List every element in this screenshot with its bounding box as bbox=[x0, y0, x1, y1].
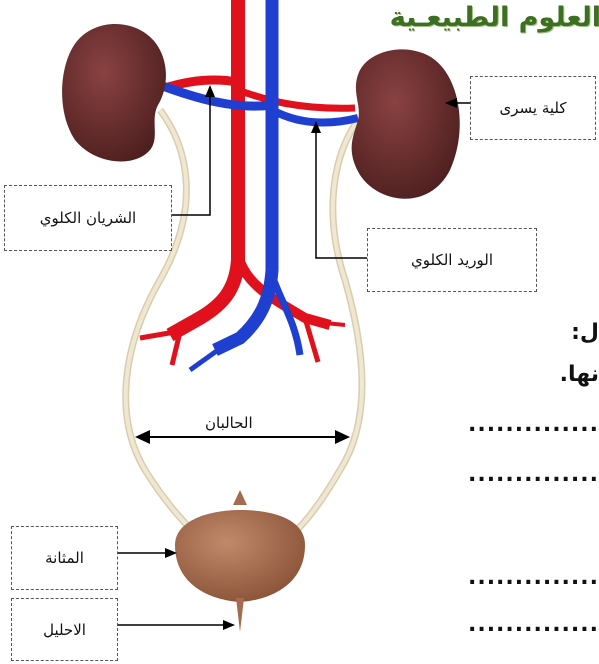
urethra bbox=[236, 598, 244, 632]
bladder bbox=[175, 510, 305, 602]
vein-branch-a bbox=[190, 345, 225, 370]
renal-artery-arrowhead bbox=[205, 85, 215, 97]
right-kidney bbox=[62, 24, 166, 162]
renal-vein-right bbox=[272, 110, 358, 123]
ureters-label: الحالبان bbox=[205, 414, 253, 432]
bladder-top bbox=[233, 490, 247, 505]
ureters-arrow-left bbox=[135, 430, 150, 444]
renal-artery-label: الشريان الكلوي bbox=[4, 185, 172, 251]
ureters-arrow-right bbox=[335, 430, 350, 444]
urethra-label: الاحليل bbox=[11, 598, 118, 661]
urethra-arrowhead bbox=[223, 620, 235, 630]
bladder-label: المثانة bbox=[11, 526, 118, 590]
renal-vein-label: الوريد الكلوي bbox=[367, 228, 537, 292]
artery-branch-a bbox=[140, 332, 175, 338]
aorta bbox=[170, 0, 238, 335]
aorta-right-branch bbox=[238, 255, 330, 325]
renal-artery-pointer bbox=[172, 92, 210, 215]
left-kidney-label: كلية يسرى bbox=[470, 76, 596, 140]
left-kidney bbox=[352, 49, 460, 198]
